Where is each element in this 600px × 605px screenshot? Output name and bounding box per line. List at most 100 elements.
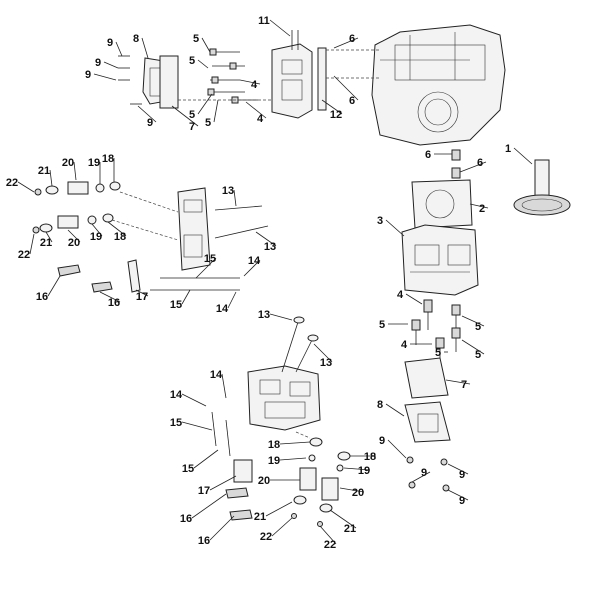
valve-spring-set-upper [34,181,121,196]
callout-leader [447,463,469,475]
exhaust-valve-middle [214,205,263,211]
callout-label: 5 [205,117,211,129]
callout-leader [269,313,293,321]
callout-leader [141,37,149,59]
callout-label: 18 [102,153,114,165]
callout-label: 15 [170,417,182,429]
callout-leader [201,37,211,53]
callout-label: 15 [204,253,216,265]
valve-cover-gasket-top [159,55,179,109]
callout-leader [385,403,405,417]
callout-label: 14 [170,389,183,401]
callout-label: 21 [344,523,356,535]
callout-label: 19 [358,465,370,477]
callout-label: 4 [401,339,408,351]
callout-label: 20 [258,475,270,487]
callout-leader [459,161,487,173]
callout-label: 9 [95,57,101,69]
callout-label: 16 [108,297,120,309]
cylinder-head-bottom [247,365,321,431]
callout-leader [45,231,53,243]
callout-leader [29,233,35,255]
callout-leader [279,441,311,445]
callout-label: 4 [251,79,258,91]
intake-valve-middle [214,225,269,239]
callout-leader [91,223,103,237]
callout-leader [209,515,235,541]
callout-label: 11 [258,15,270,27]
callout-leader [387,439,407,459]
callout-leader [115,41,123,57]
callout-label: 16 [36,291,48,303]
callout-leader [445,379,471,385]
callout-label: 5 [189,109,195,121]
callout-leader [271,517,293,537]
callout-label: 22 [324,539,336,551]
head-gasket-top [317,47,327,111]
valve-cover-right [404,401,451,443]
callout-leader [469,203,489,209]
callout-label: 8 [133,33,139,45]
intake-valve-head-bottom [307,334,319,342]
callout-leader [213,99,219,123]
callout-leader [103,61,119,69]
callout-leader [461,339,485,355]
callout-leader [513,147,533,165]
valve-cover-gasket-right [404,357,449,399]
callout-leader [245,101,267,119]
callout-label: 20 [68,237,80,249]
callout-leader [135,289,149,297]
callout-leader [243,259,261,277]
callout-leader [99,291,121,303]
valve-spring-set-bottom-right [317,451,351,527]
head-bolts-top [207,48,258,104]
callout-label: 13 [258,309,270,321]
callout-leader [181,289,191,305]
callout-leader [339,487,365,493]
rocker-arm-bottom-b [229,509,253,521]
callout-label: 9 [459,469,465,481]
callout-leader [447,489,469,501]
cylinder-head-right [401,224,479,296]
callout-leader [279,457,307,461]
callout-label: 2 [479,203,485,215]
callout-leader [411,471,431,483]
callout-label: 8 [377,399,383,411]
callout-leader [227,291,237,309]
callout-label: 6 [349,95,355,107]
valve-spring-set-lower [32,213,114,234]
callout-leader [191,493,227,519]
callout-label: 16 [180,513,192,525]
callout-leader [239,79,261,85]
exhaust-valve-head-bottom [293,316,305,324]
head-bolts-right [411,299,461,360]
callout-label: 1 [505,143,511,155]
callout-label: 17 [136,291,148,303]
callout-label: 21 [254,511,266,523]
callout-label: 15 [182,463,194,475]
callout-label: 12 [330,109,342,121]
dowel-pin-lower [451,167,461,179]
callout-label: 9 [107,37,113,49]
rocker-pivot [127,259,141,293]
head-gasket-right [411,179,473,229]
callout-leader [107,221,127,237]
callout-label: 5 [189,55,195,67]
callout-leader [49,169,53,187]
callout-label: 6 [349,33,355,45]
callout-leader [181,421,213,431]
callout-leader [233,189,237,207]
exhaust-valve-bottom [281,321,299,373]
callout-label: 20 [62,157,74,169]
callout-leader [385,219,405,237]
callout-leader [265,501,293,517]
valve-spring-set-bottom-left [291,437,323,519]
callout-label: 9 [459,495,465,507]
callout-leader [343,467,371,471]
rocker-head-middle [177,187,211,271]
callout-leader [47,275,61,297]
callout-label: 19 [88,157,100,169]
